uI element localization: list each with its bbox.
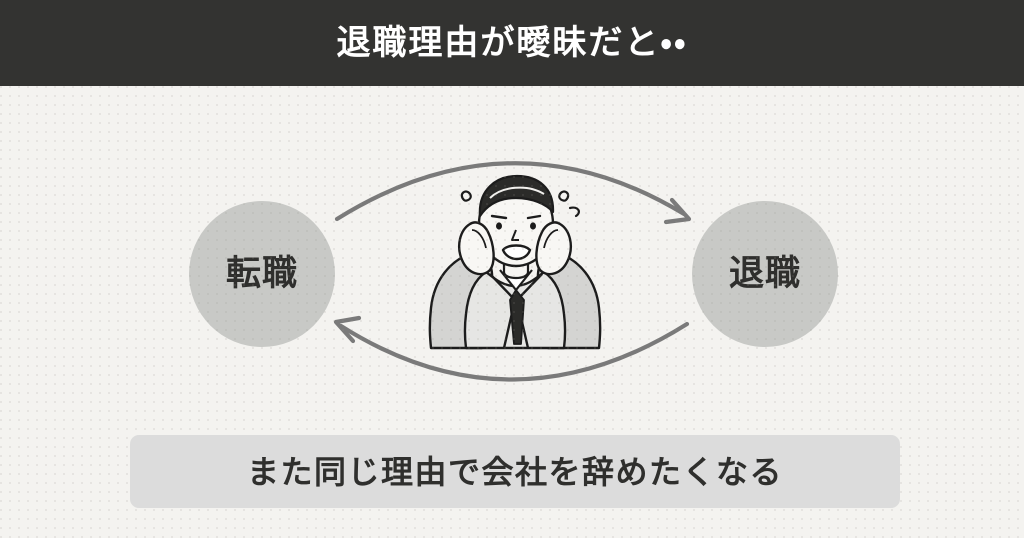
arrow-bottom-head-icon: [333, 315, 362, 344]
left-hand: [458, 221, 495, 276]
conclusion-banner: また同じ理由で会社を辞めたくなる: [130, 435, 900, 508]
right-hand: [535, 221, 572, 276]
cycle-node-right-label: 退職: [728, 253, 801, 294]
right-eye: [530, 222, 536, 230]
arrow-top-head-icon: [663, 197, 692, 225]
open-mouth: [501, 244, 532, 261]
distress-squiggle-right: [558, 190, 570, 202]
page-title: 退職理由が曖昧だと・・: [336, 23, 688, 63]
header-bar: 退職理由が曖昧だと・・: [0, 0, 1024, 86]
left-hand-fingers: [471, 229, 487, 249]
distress-squiggle-left: [460, 190, 472, 202]
distress-squiggle-right-2: [568, 206, 580, 218]
cycle-node-job-change: 転職: [189, 201, 335, 347]
nose: [511, 229, 519, 241]
cycle-node-resignation: 退職: [692, 201, 838, 347]
right-hand-fingers: [543, 229, 559, 249]
left-eye: [496, 222, 502, 230]
illustration-body: [428, 174, 602, 350]
conclusion-banner-text: また同じ理由で会社を辞めたくなる: [246, 452, 783, 491]
cycle-node-left-label: 転職: [225, 253, 298, 294]
distressed-businessman-illustration: [428, 174, 602, 350]
